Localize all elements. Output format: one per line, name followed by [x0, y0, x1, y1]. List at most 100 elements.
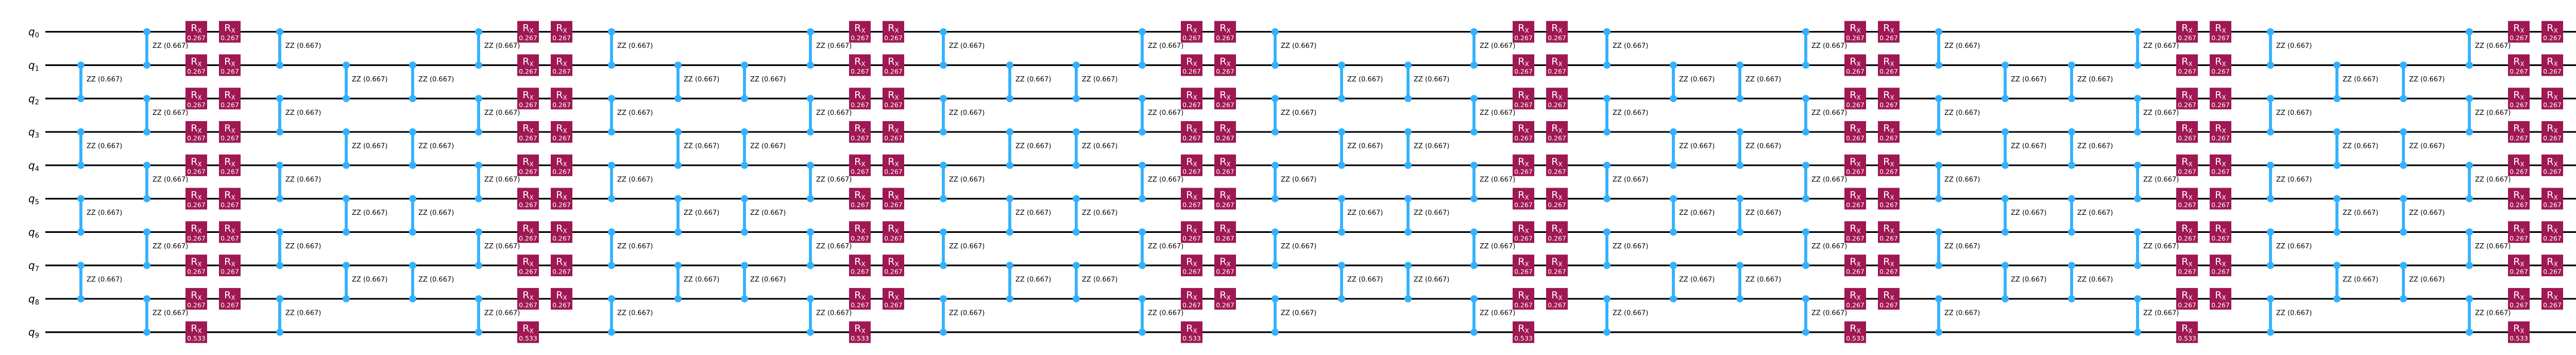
rzz-control-dot	[608, 228, 615, 236]
rzz-control-dot	[343, 262, 350, 269]
rx-gate-box	[1181, 321, 1202, 343]
rx-gate-letter: R	[1850, 123, 1856, 134]
rx-gate-angle: 0.267	[2510, 101, 2528, 109]
rx-gate-angle: 0.267	[2543, 67, 2562, 75]
rzz-control-dot	[2134, 195, 2141, 202]
rx-gate-name: RX	[854, 56, 865, 67]
rx-gate-subscript: X	[2188, 294, 2192, 301]
rx-gate-subscript: X	[231, 27, 235, 35]
rx-gate-subscript: X	[1558, 60, 1562, 67]
rx-gate-box	[1181, 21, 1202, 43]
rzz-gate-label: ZZ (0.667)	[1281, 243, 1316, 250]
rzz-control-dot	[2466, 128, 2473, 136]
rzz-gate-label: ZZ (0.667)	[1613, 42, 1648, 50]
rzz-gate-label: ZZ (0.667)	[1480, 243, 1515, 250]
rx-gate: RX0.267	[2508, 221, 2530, 243]
rx-gate-letter: R	[522, 290, 529, 301]
rx-gate-angle: 0.267	[2543, 268, 2562, 276]
rx-gate-box	[517, 88, 539, 110]
rzz-control-dot	[475, 262, 482, 269]
rx-gate-letter: R	[224, 256, 231, 267]
rzz-gate-label: ZZ (0.667)	[617, 109, 653, 117]
rx-gate-letter: R	[2547, 56, 2553, 67]
rx-gate-subscript: X	[2520, 161, 2524, 168]
rx-gate-box	[2541, 121, 2563, 143]
rzz-control-dot	[143, 95, 150, 103]
rx-gate-angle: 0.267	[552, 67, 571, 75]
rx-gate-letter: R	[191, 89, 197, 100]
rzz-gate: ZZ (0.667)	[143, 295, 188, 336]
rx-gate-letter: R	[1219, 223, 1226, 234]
rx-gate-letter: R	[1219, 123, 1226, 134]
qubit-label-base: q	[28, 226, 35, 238]
qubit-label: q6	[28, 226, 39, 240]
rzz-gate-label: ZZ (0.667)	[1944, 109, 1980, 117]
qubit-label: q7	[28, 259, 39, 273]
rzz-gate-label: ZZ (0.667)	[2143, 109, 2179, 117]
rx-gate-box	[2210, 221, 2231, 243]
rzz-control-dot	[143, 61, 150, 69]
rx-gate-angle: 0.267	[221, 34, 239, 42]
qubit-label-base: q	[28, 259, 35, 272]
rx-gate-subscript: X	[2222, 27, 2226, 35]
rzz-gate-label: ZZ (0.667)	[816, 243, 852, 250]
rzz-control-dot	[741, 262, 748, 269]
rx-gate-subscript: X	[1890, 294, 1894, 301]
rx-gate-box	[2541, 54, 2563, 76]
rzz-gate: ZZ (0.667)	[276, 95, 321, 136]
rx-gate-letter: R	[522, 89, 529, 100]
rzz-control-dot	[143, 28, 150, 36]
rx-gate-letter: R	[1850, 23, 1856, 34]
rx-gate-angle: 0.267	[1548, 134, 1566, 142]
rx-gate: RX0.267	[849, 54, 871, 76]
rzz-gate: ZZ (0.667)	[2466, 95, 2511, 136]
rx-gate-letter: R	[1850, 223, 1856, 234]
rx-gate-box	[849, 88, 871, 110]
rzz-control-dot	[143, 262, 150, 269]
rzz-gate: ZZ (0.667)	[276, 228, 321, 269]
rzz-control-dot	[2267, 328, 2274, 336]
rzz-gate: ZZ (0.667)	[2267, 95, 2312, 136]
rx-gate-letter: R	[2513, 256, 2520, 267]
rx-gate-letter: R	[1551, 223, 1558, 234]
rx-gate-name: RX	[2513, 123, 2524, 134]
rx-gate: RX0.267	[2210, 188, 2231, 210]
rzz-control-dot	[807, 262, 814, 269]
rzz-control-dot	[940, 95, 947, 103]
rzz-control-dot	[807, 95, 814, 103]
rx-gate-box	[185, 321, 207, 343]
rx-gate-subscript: X	[563, 60, 567, 67]
rx-gate-letter: R	[1850, 156, 1856, 167]
rzz-control-dot	[1272, 228, 1279, 236]
rzz-gate-label: ZZ (0.667)	[1811, 42, 1847, 50]
rx-gate-box	[883, 54, 904, 76]
rzz-gate: ZZ (0.667)	[2002, 128, 2046, 169]
rzz-control-dot	[1935, 228, 1942, 236]
rzz-control-dot	[1338, 61, 1345, 69]
rx-gate-angle: 0.267	[1548, 301, 1566, 309]
rx-gate-letter: R	[522, 323, 529, 334]
rzz-gate: ZZ (0.667)	[77, 262, 122, 302]
rx-gate-name: RX	[1850, 290, 1860, 301]
rx-gate-letter: R	[2215, 290, 2222, 301]
rx-gate: RX0.267	[1546, 221, 1568, 243]
rx-gate-subscript: X	[2222, 194, 2226, 201]
rzz-gate: ZZ (0.667)	[2466, 228, 2511, 269]
rx-gate-letter: R	[854, 23, 861, 34]
rzz-control-dot	[1006, 262, 1013, 269]
rx-gate-box	[1546, 288, 1568, 310]
rx-gate-subscript: X	[894, 94, 899, 101]
rx-gate-box	[185, 221, 207, 243]
rx-gate-subscript: X	[1856, 227, 1860, 234]
rx-gate-angle: 0.267	[1514, 234, 1533, 242]
rzz-control-dot	[1603, 195, 1611, 202]
rzz-control-dot	[475, 28, 482, 36]
rx-gate-angle: 0.267	[1879, 167, 1898, 175]
rx-gate-box	[883, 21, 904, 43]
rx-gate-letter: R	[2547, 23, 2553, 34]
rx-gate: RX0.267	[2176, 221, 2198, 243]
rx-gate-letter: R	[1551, 89, 1558, 100]
rzz-control-dot	[1736, 195, 1743, 202]
rx-gate-letter: R	[1219, 89, 1226, 100]
rzz-gate-label: ZZ (0.667)	[949, 176, 985, 183]
